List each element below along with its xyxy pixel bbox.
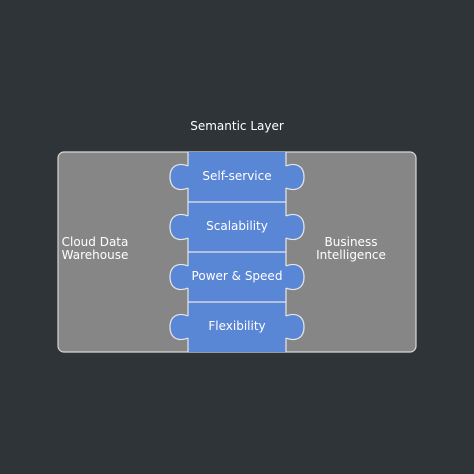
piece-2-left-tab [169,263,189,291]
piece-1-right-tab [285,213,305,241]
cloud-data-warehouse-label: Cloud Data Warehouse [60,236,130,262]
piece-flexibility-label: Flexibility [208,319,266,333]
puzzle-tabs [169,163,305,341]
piece-power-speed-label: Power & Speed [191,269,283,283]
piece-2-right-tab [285,263,305,291]
piece-scalability-label: Scalability [206,219,268,233]
piece-0-left-tab [169,163,189,191]
piece-0-right-tab [285,163,305,191]
piece-self-service-label: Self-service [202,169,272,183]
semantic-layer-title: Semantic Layer [190,119,284,133]
left-label-line1: Cloud Data [61,235,129,249]
piece-1-left-tab [169,213,189,241]
business-intelligence-label: Business Intelligence [316,236,386,262]
left-label-line2: Warehouse [61,248,129,262]
right-label-line1: Business [324,235,378,249]
piece-3-left-tab [169,313,189,341]
column-lines [187,152,287,352]
right-label-line2: Intelligence [316,248,386,262]
piece-3-right-tab [285,313,305,341]
